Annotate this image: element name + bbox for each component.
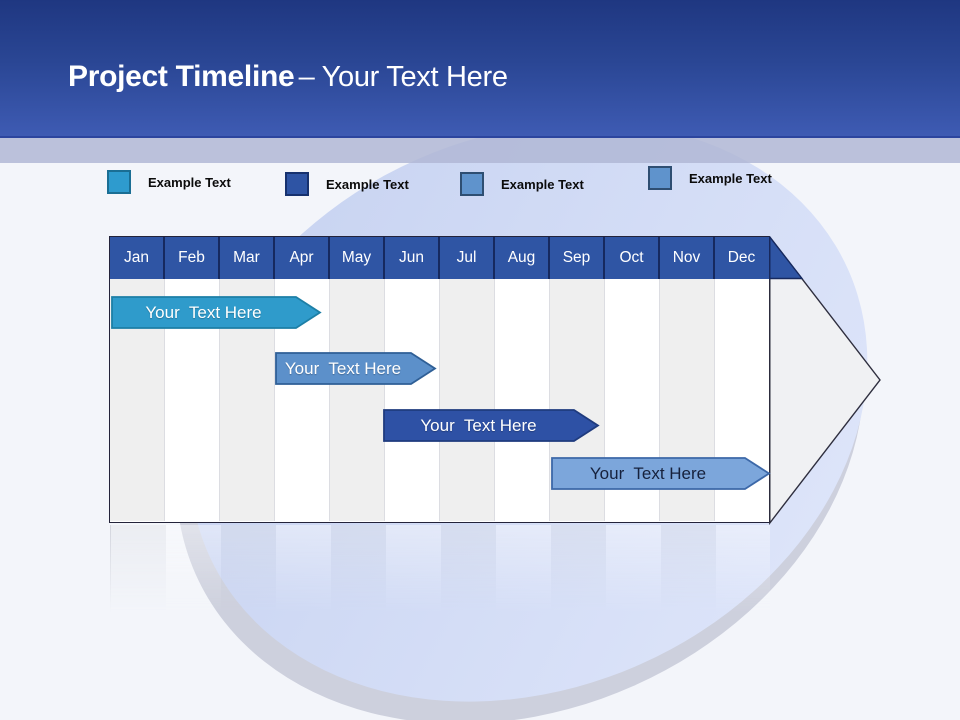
month-cell: Sep: [550, 237, 605, 279]
legend-label: Example Text: [148, 174, 231, 190]
timeline-bar: Your Text Here: [383, 409, 600, 442]
bar-label: Your Text Here: [145, 303, 262, 322]
month-cell: Mar: [220, 237, 275, 279]
legend-item: Example Text: [460, 172, 584, 196]
month-cell: Jun: [385, 237, 440, 279]
legend-item: Example Text: [285, 172, 409, 196]
bar-label: Your Text Here: [420, 416, 537, 435]
slide-title-sub: – Your Text Here: [298, 61, 508, 93]
month-cell: Feb: [165, 237, 220, 279]
month-cell: Apr: [275, 237, 330, 279]
month-column: [495, 279, 550, 521]
bar-arrow-shape: [383, 409, 600, 442]
legend-item: Example Text: [648, 166, 772, 190]
month-cell: May: [330, 237, 385, 279]
legend-swatch-icon: [648, 166, 672, 190]
table-reflection: [110, 525, 770, 617]
month-column: [330, 279, 385, 521]
month-cell: Oct: [605, 237, 660, 279]
legend-swatch-icon: [285, 172, 309, 196]
title-accent-band: [0, 138, 960, 163]
header-band: Project Timeline – Your Text Here: [0, 0, 960, 138]
timeline-bar: Your Text Here: [111, 296, 322, 329]
timeline-bar: Your Text Here: [551, 457, 771, 490]
legend-label: Example Text: [689, 170, 772, 186]
month-cell: Dec: [727, 249, 756, 266]
bar-arrow-shape: [275, 352, 437, 385]
legend-item: Example Text: [107, 170, 231, 194]
month-cell: Jul: [440, 237, 495, 279]
slide-title: Project Timeline – Your Text Here: [68, 60, 508, 94]
slide-title-main: Project Timeline: [68, 60, 295, 93]
month-column: [440, 279, 495, 521]
bar-arrow-shape: [551, 457, 771, 490]
timeline-bar: Your Text Here: [275, 352, 437, 385]
month-cell: Jan: [110, 237, 165, 279]
bar-label: Your Text Here: [284, 359, 402, 378]
legend-label: Example Text: [501, 176, 584, 192]
month-cell: Nov: [660, 237, 715, 279]
legend-label: Example Text: [326, 176, 409, 192]
month-column: [385, 279, 440, 521]
month-cell: Aug: [495, 237, 550, 279]
arrowhead-header-wedge: [769, 236, 804, 280]
timeline-arrowhead: [769, 236, 881, 525]
legend-swatch-icon: [460, 172, 484, 196]
month-header-row: Jan Feb Mar Apr May Jun Jul Aug Sep Oct …: [110, 237, 769, 279]
legend-swatch-icon: [107, 170, 131, 194]
arrowhead-body: [769, 236, 881, 525]
bar-label: Your Text Here: [589, 464, 707, 483]
bar-arrow-shape: [111, 296, 322, 329]
